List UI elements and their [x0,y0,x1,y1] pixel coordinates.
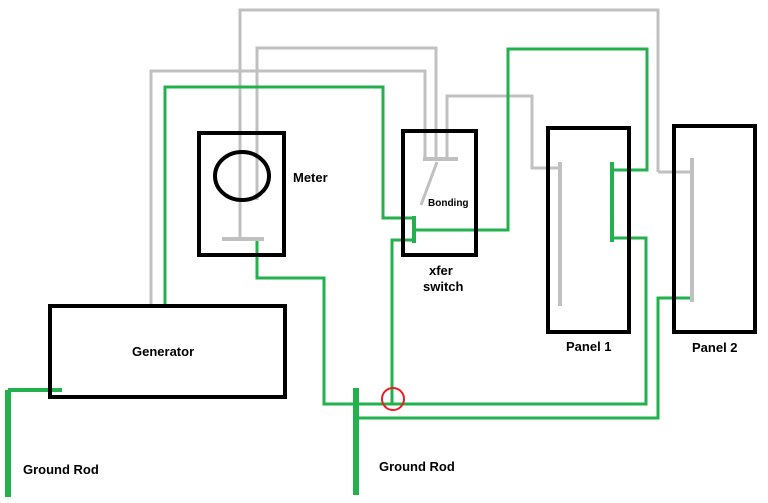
ground-wire-generator-to-xfer [163,85,414,305]
xfer-switch-label-line2: switch [423,279,464,294]
ground-wire-xfer-to-panel1 [414,47,649,232]
ground-wire-xfer-to-rod [390,238,414,404]
generator-box [48,304,287,399]
neutral-wire-generator-to-xfer [149,69,427,305]
panel-1-label: Panel 1 [566,339,612,354]
generator: Generator [48,304,287,399]
panel-2: Panel 2 [672,124,757,355]
panel-2-box [672,124,757,334]
highlight-circle [381,387,405,411]
xfer-bonding-jumper [419,161,439,206]
neutral-wire-xfer-to-panel1 [445,94,560,170]
generator-label: Generator [132,344,194,359]
neutral-wires [149,8,692,305]
meter: Meter [197,131,328,257]
meter-dial [213,150,271,202]
ground-wire-meter-to-rod [255,236,648,406]
neutral-wire-meter-to-panel2 [238,8,660,200]
xfer-switch: Bonding xfer switch [401,129,478,294]
neutral-wire-meter-to-xfer [255,46,438,200]
ground-wires [8,47,692,420]
meter-label: Meter [293,170,328,185]
panel-2-label: Panel 2 [692,340,738,355]
ground-rod-left-label: Ground Rod [23,462,99,477]
bonding-label: Bonding [428,198,469,209]
ground-wire-rod-to-panel2 [356,296,692,420]
panel-1-box [546,126,631,334]
meter-box [197,131,286,257]
panel-1: Panel 1 [546,126,631,354]
ground-rod-right-label: Ground Rod [379,459,455,474]
xfer-switch-label-line1: xfer [429,263,453,278]
ground-rods: Ground Rod Ground Rod [5,388,455,497]
xfer-switch-box [401,129,478,257]
